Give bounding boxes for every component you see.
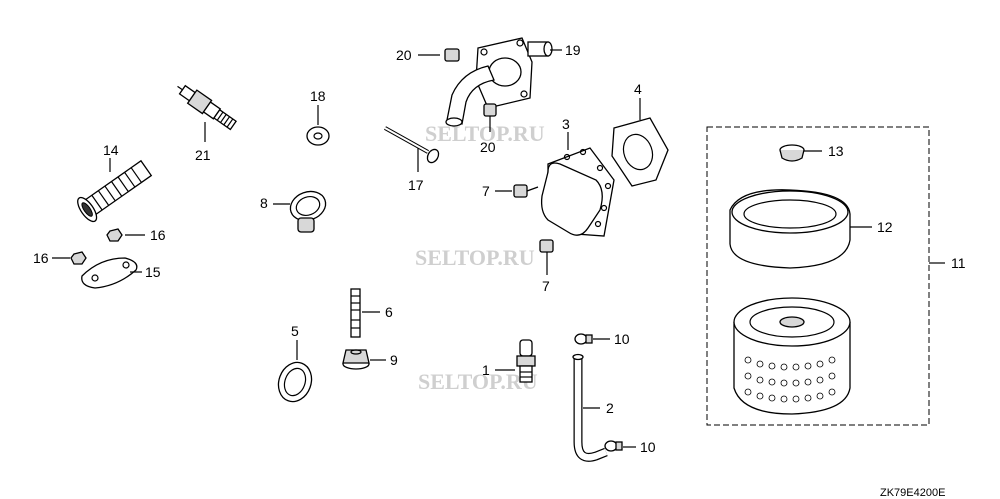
part-21-spark-plug	[177, 84, 237, 142]
label-13: 13	[828, 143, 844, 159]
label-2: 2	[606, 400, 614, 416]
label-17: 17	[408, 177, 424, 193]
label-19: 19	[565, 42, 581, 58]
part-13-grommet	[779, 144, 822, 162]
part-17-flange-bolt	[384, 126, 440, 172]
part-16-nut-upper	[106, 228, 145, 242]
part-8-hose-clamp	[273, 190, 327, 233]
label-20-lower: 20	[480, 139, 496, 155]
label-4: 4	[634, 81, 642, 97]
part-18-washer	[306, 105, 330, 146]
part-1-breather-joint	[495, 339, 536, 383]
part-14-muffler-screen	[77, 158, 153, 223]
label-7-lower: 7	[542, 278, 550, 294]
part-20-bolt-lower	[483, 103, 497, 132]
label-15: 15	[145, 264, 161, 280]
label-18: 18	[310, 88, 326, 104]
label-8: 8	[260, 195, 268, 211]
label-1: 1	[482, 362, 490, 378]
label-21: 21	[195, 147, 211, 163]
part-10-tube-clip-lower	[604, 440, 636, 452]
part-12-outer-foam	[729, 189, 872, 269]
part-15-muffler-gasket	[81, 257, 142, 289]
label-16-upper: 16	[150, 227, 166, 243]
part-4-flange-gasket	[611, 98, 669, 187]
part-16-nut-lower	[52, 251, 87, 265]
watermark-middle: SELTOP.RU	[415, 245, 535, 270]
part-11-air-cleaner-element-box	[706, 126, 945, 426]
part-6-stud-bolt	[350, 288, 380, 338]
label-5: 5	[291, 323, 299, 339]
part-7-screw-upper	[495, 184, 539, 198]
label-10-upper: 10	[614, 331, 630, 347]
watermark-top: SELTOP.RU	[425, 121, 545, 146]
part-3-air-cleaner-elbow	[540, 132, 615, 237]
label-3: 3	[562, 116, 570, 132]
part-10-tube-clip-upper	[574, 333, 610, 345]
label-20-upper: 20	[396, 47, 412, 63]
part-paper-element	[733, 297, 851, 415]
diagram-code: ZK79E4200E	[880, 487, 945, 499]
part-19-intake-pipe	[445, 37, 562, 127]
label-11: 11	[951, 255, 966, 271]
label-14: 14	[103, 142, 119, 158]
part-9-flange-nut	[342, 349, 386, 370]
label-12: 12	[877, 219, 893, 235]
label-7-upper: 7	[482, 183, 490, 199]
label-6: 6	[385, 304, 393, 320]
part-7-screw-lower	[539, 239, 554, 275]
label-16-lower: 16	[33, 250, 49, 266]
label-10-lower: 10	[640, 439, 656, 455]
part-20-bolt-upper	[418, 48, 460, 62]
watermark-bottom: SELTOP.RU	[418, 369, 538, 394]
part-2-breather-tube	[572, 353, 608, 462]
label-9: 9	[390, 352, 398, 368]
part-5-gasket	[277, 340, 313, 403]
